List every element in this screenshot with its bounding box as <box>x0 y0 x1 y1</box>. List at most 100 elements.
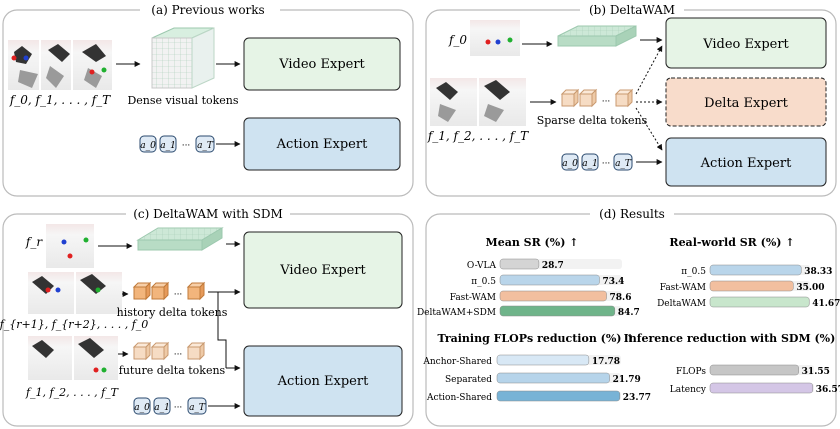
video-expert-label-a: Video Expert <box>278 57 365 72</box>
panel-results: (d) Results Mean SR (%) ↑ O-VLA 28.7 π_0.5 7… <box>417 206 840 427</box>
flat-token-slab-c <box>136 227 224 251</box>
panel-deltawam-sdm: (c) DeltaWAM with SDM f_r Video Expert f… <box>0 206 414 427</box>
svg-text:a_T: a_T <box>615 159 632 169</box>
frames-future <box>28 336 118 380</box>
bar-value-label: 73.4 <box>602 277 624 287</box>
bar-value-label: 28.7 <box>542 261 564 271</box>
bar-category-label: Action-Shared <box>426 393 492 403</box>
history-frames-label: f_{r+1}, f_{r+2}, . . . , f_0 <box>0 318 148 331</box>
svg-text:···: ··· <box>602 97 611 107</box>
action-expert-label-a: Action Expert <box>276 137 368 152</box>
fr-label: f_r <box>25 235 43 249</box>
video-expert-label-b: Video Expert <box>702 37 789 52</box>
delta-expert-label: Delta Expert <box>704 96 788 111</box>
action-expert-box-b <box>665 137 827 187</box>
chart-title: Inference reduction with SDM (%) ↑ <box>624 332 840 345</box>
panel-b-title: (b) DeltaWAM <box>589 3 675 17</box>
video-expert-box-a <box>243 37 401 91</box>
panel-d-title: (d) Results <box>599 207 665 221</box>
future-delta-tokens: ··· <box>132 341 206 361</box>
action-tokens-b: a_0 a_1 ··· a_T <box>561 153 633 171</box>
panel-c-title: (c) DeltaWAM with SDM <box>133 207 283 221</box>
bar <box>709 382 814 394</box>
bar-category-label: Separated <box>445 375 492 385</box>
flat-token-slab-b <box>557 25 637 47</box>
action-expert-box-a <box>243 117 401 171</box>
bar <box>496 390 621 402</box>
chart-title: Mean SR (%) ↑ <box>486 236 579 249</box>
video-expert-label-c: Video Expert <box>279 263 366 278</box>
bar <box>709 280 794 292</box>
svg-text:···: ··· <box>174 350 183 360</box>
svg-text:···: ··· <box>174 290 183 300</box>
bar-category-label: DeltaWAM+SDM <box>417 308 496 318</box>
action-tokens-a: a_0 a_1 ··· a_T <box>139 135 215 153</box>
svg-text:a_0: a_0 <box>134 403 150 413</box>
bar-value-label: 36.57 <box>816 385 840 395</box>
chart-title: Training FLOPs reduction (%) ↑ <box>437 332 634 345</box>
sparse-delta-tokens: ··· <box>560 88 634 108</box>
frames-label-a: f_0, f_1, . . . , f_T <box>9 93 111 107</box>
bar-category-label: π_0.5 <box>681 267 706 277</box>
chart-title: Real-world SR (%) ↑ <box>669 236 794 249</box>
action-expert-label-b: Action Expert <box>700 156 792 171</box>
delta-expert-box <box>665 77 827 127</box>
dense-tokens-label: Dense visual tokens <box>127 94 238 107</box>
bar-chart: Inference reduction with SDM (%) ↑ FLOPs 3… <box>624 332 840 395</box>
panel-a-title: (a) Previous works <box>151 3 264 17</box>
bar-category-label: Fast-WAM <box>660 283 706 293</box>
frames-history <box>28 272 122 314</box>
svg-text:a_1: a_1 <box>160 141 176 151</box>
video-expert-box-b <box>665 17 827 69</box>
history-delta-tokens: ··· <box>132 281 206 301</box>
history-tokens-label: history delta tokens <box>117 306 228 319</box>
action-tokens-c: a_0 a_1 ··· a_T <box>133 397 207 415</box>
svg-text:···: ··· <box>602 159 611 169</box>
bar-category-label: O-VLA <box>467 261 497 271</box>
bar <box>496 372 610 384</box>
bar <box>496 354 590 366</box>
bar-value-label: 78.6 <box>610 293 632 303</box>
bar <box>709 364 799 376</box>
svg-text:a_1: a_1 <box>154 403 170 413</box>
frames-b <box>430 78 526 126</box>
bar <box>499 305 616 317</box>
bar <box>499 274 600 286</box>
bar-category-label: Anchor-Shared <box>422 357 492 367</box>
svg-text:···: ··· <box>182 141 191 151</box>
dense-visual-tokens-cube <box>151 27 215 89</box>
bar-value-label: 35.00 <box>796 283 824 293</box>
panel-previous-works: (a) Previous works f_0, f_1, . . . , f_T… <box>2 2 414 197</box>
frame-f0-b <box>470 20 520 56</box>
bar-value-label: 38.33 <box>804 267 832 277</box>
bar-value-label: 23.77 <box>623 393 651 403</box>
bar-value-label: 17.78 <box>592 357 620 367</box>
bar <box>709 296 810 308</box>
bar <box>499 290 607 302</box>
frames-label-b: f_1, f_2, . . . , f_T <box>427 129 529 143</box>
svg-text:a_1: a_1 <box>582 159 598 169</box>
action-expert-box-c <box>243 345 403 417</box>
bar <box>709 264 802 276</box>
bar-value-label: 84.7 <box>618 308 640 318</box>
svg-text:···: ··· <box>174 403 183 413</box>
bar-chart: Training FLOPs reduction (%) ↑ Anchor-Sha… <box>422 332 651 403</box>
bar-category-label: Latency <box>670 385 707 395</box>
svg-text:a_0: a_0 <box>140 141 156 151</box>
sparse-tokens-label: Sparse delta tokens <box>537 114 648 127</box>
future-frames-label: f_1, f_2, . . . , f_T <box>25 386 120 399</box>
robot-frames-a <box>8 40 112 90</box>
action-expert-label-c: Action Expert <box>277 374 369 389</box>
future-tokens-label: future delta tokens <box>119 364 226 377</box>
panel-deltawam: (b) DeltaWAM f_0 Video Expert f_1, f_2, … <box>425 2 837 197</box>
bar-category-label: DeltaWAM <box>657 299 706 309</box>
bar-category-label: FLOPs <box>676 367 706 377</box>
bar-category-label: π_0.5 <box>471 277 496 287</box>
frame-fr <box>46 224 94 268</box>
f0-label-b: f_0 <box>448 33 467 47</box>
bar-value-label: 31.55 <box>802 367 830 377</box>
